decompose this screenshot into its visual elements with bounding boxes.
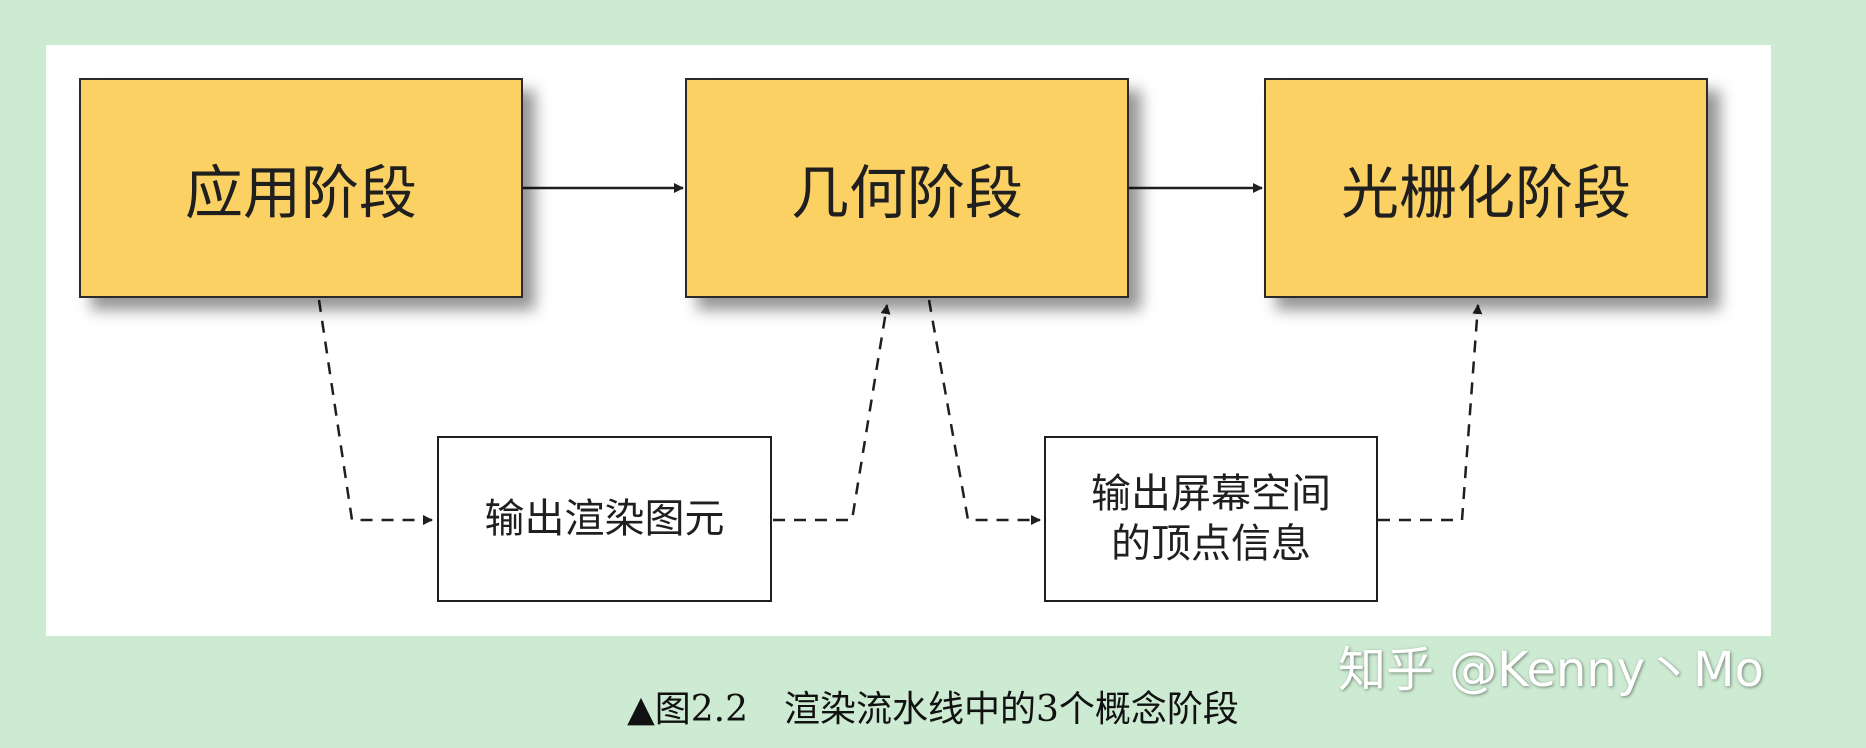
dashed-geometry-to-vertices: [927, 299, 1041, 525]
output-primitives-label: 输出渲染图元: [484, 496, 725, 542]
output-vertices-box: 输出屏幕空间 的顶点信息: [1044, 436, 1378, 602]
output-vertices-label-line1: 输出屏幕空间: [1091, 471, 1331, 517]
geometry-stage-label: 几何阶段: [790, 159, 1023, 227]
dashed-vertices-to-raster: [1378, 304, 1483, 522]
rasterization-stage-box: 光栅化阶段: [1264, 78, 1708, 298]
zhihu-watermark: 知乎 @Kenny丶Mo: [1338, 642, 1764, 698]
application-stage-box: 应用阶段: [79, 78, 523, 298]
dashed-primitives-to-geometry: [773, 304, 891, 522]
geometry-stage-box: 几何阶段: [685, 78, 1129, 298]
output-primitives-box: 输出渲染图元: [437, 436, 772, 602]
dashed-app-to-primitives: [317, 299, 433, 525]
rasterization-stage-label: 光栅化阶段: [1340, 159, 1631, 227]
application-stage-label: 应用阶段: [184, 159, 417, 227]
figure-caption: ▲图2.2 渲染流水线中的3个概念阶段: [627, 689, 1239, 730]
output-vertices-label-line2: 的顶点信息: [1111, 521, 1311, 567]
